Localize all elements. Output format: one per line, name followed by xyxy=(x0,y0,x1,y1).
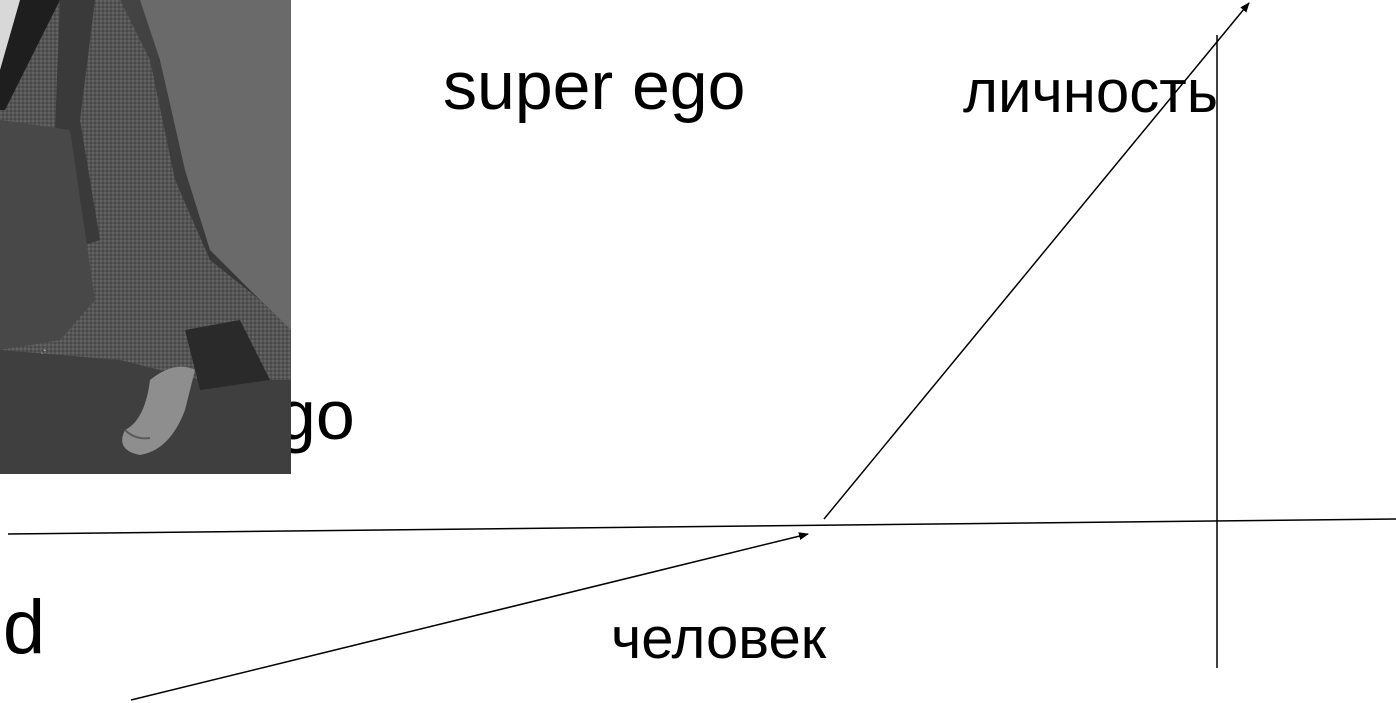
arrow-to-chelovek xyxy=(130,532,809,701)
portrait-photo xyxy=(0,0,291,474)
arrow-to-lichnost xyxy=(823,2,1250,520)
label-id: id xyxy=(0,585,46,670)
label-chelovek: человек xyxy=(611,606,827,671)
horizontal-axis-line xyxy=(7,518,1396,535)
label-super-ego: super ego xyxy=(443,48,746,124)
